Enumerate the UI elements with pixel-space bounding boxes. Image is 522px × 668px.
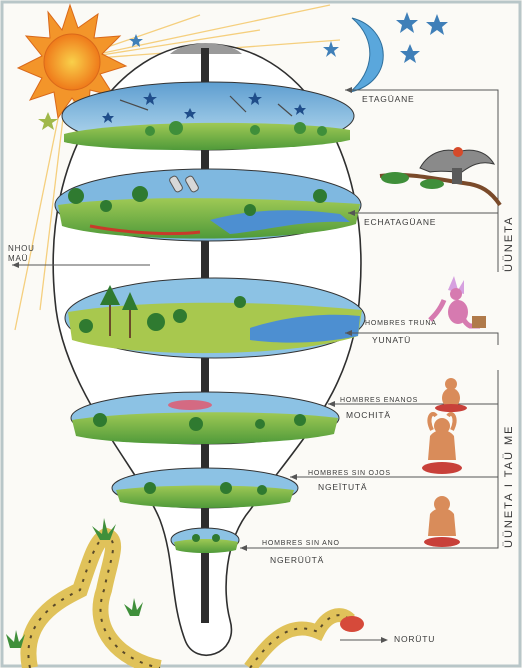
vulture-figure: [380, 147, 500, 205]
label-uuneta: ÜÜNETA: [503, 216, 515, 272]
seated-figure: [430, 276, 486, 328]
label-ngeetuta: NGEÏTUTÄ: [318, 482, 367, 492]
layer-mochita: [71, 392, 339, 444]
layer-yunatu: [65, 278, 365, 358]
layer-etaguane: [62, 82, 354, 150]
label-hombres-truna: HOMBRES TRUNA: [365, 320, 437, 327]
label-yunatu: YUNATÜ: [372, 335, 411, 345]
eyeless-figure: [422, 414, 462, 474]
label-etaguane: ETAGÜANE: [362, 94, 415, 104]
label-mochita: MOCHITÄ: [346, 410, 391, 420]
label-nhou-mau: NHOU MAÜ: [8, 244, 40, 264]
label-norutu: NORÜTU: [394, 634, 435, 644]
layer-ngeruuta: [171, 528, 239, 553]
label-echataguane: ECHATAGÜANE: [364, 217, 436, 227]
label-ngeruuta: NGERÜÜTÄ: [270, 555, 324, 565]
layer-ngeetuta: [112, 468, 298, 508]
label-hombres-enanos: HOMBRES ENANOS: [340, 397, 418, 404]
label-hombres-sin-ano: HOMBRES SIN ANO: [262, 540, 340, 547]
label-uuneta-i-tau-me: ÜÜNETA I TAÜ ME: [503, 424, 515, 548]
label-hombres-sin-ojos: HOMBRES SIN OJOS: [308, 470, 391, 477]
layer-echataguane: [55, 169, 361, 241]
snake-right: [250, 615, 364, 668]
dwarf-figure: [435, 378, 467, 412]
anusless-figure: [424, 496, 460, 547]
moon-icon: [350, 18, 383, 92]
snake-left: [28, 536, 160, 668]
